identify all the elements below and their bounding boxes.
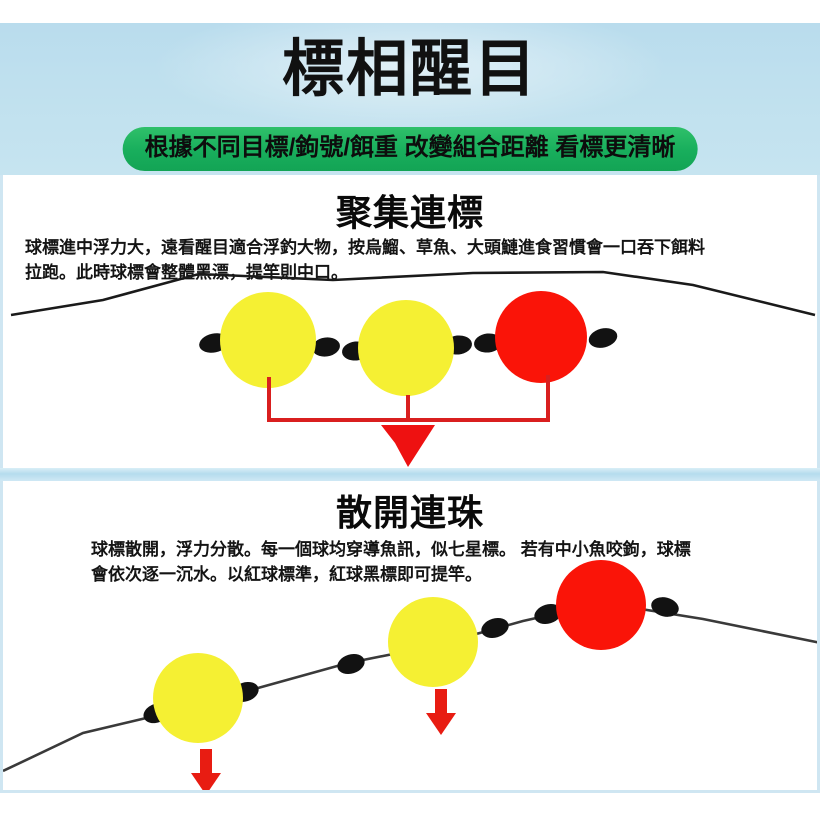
red-float-ball-1 (556, 560, 646, 650)
bead-icon (651, 597, 679, 617)
section-2-body-line-2: 會依次逐一沉水。以紅球標準，紅球黑標即可提竿。 (91, 565, 482, 584)
down-arrow-icon (381, 425, 435, 467)
section-2-title: 散開連珠 (335, 492, 484, 533)
section-clustered-floats: 聚集連標 球標進中浮力大，遠看醒目適合浮釣大物，按烏鰡、草魚、大頭鰱進食習慣會一… (0, 175, 820, 468)
section-1-body-line-1: 球標進中浮力大，遠看醒目適合浮釣大物，按烏鰡、草魚、大頭鰱進食習慣會一口吞下餌料 (25, 238, 705, 257)
bead-icon (312, 337, 340, 357)
yellow-float-ball-1 (153, 653, 243, 743)
bead-icon (588, 328, 618, 348)
red-float-ball-1 (495, 291, 587, 383)
section-spread-floats: 散開連珠 球標散開，浮力分散。每一個球均穿導魚訊，似七星標。 若有中小魚咬鉤，球… (0, 481, 820, 793)
yellow-float-ball-2 (388, 597, 478, 687)
section-1-title: 聚集連標 (335, 192, 484, 233)
clustered-floats-diagram (3, 175, 817, 468)
yellow-float-ball-1 (220, 292, 316, 388)
bead-icon (474, 333, 502, 353)
bead-icon (481, 618, 509, 638)
down-arrow-2 (426, 689, 456, 735)
subtitle-pill: 根據不同目標/鉤號/餌重 改變組合距離 看標更清晰 (122, 127, 698, 171)
section-2-body-line-1: 球標散開，浮力分散。每一個球均穿導魚訊，似七星標。 若有中小魚咬鉤，球標 (91, 540, 691, 559)
span-bracket (267, 375, 550, 422)
fishing-line (10, 270, 816, 317)
header-banner: 標相醒目 根據不同目標/鉤號/餌重 改變組合距離 看標更清晰 (0, 23, 820, 175)
spread-floats-diagram (3, 481, 817, 790)
yellow-float-ball-2 (358, 300, 454, 396)
section-divider (0, 468, 820, 481)
page-title: 標相醒目 (281, 35, 538, 104)
bead-icon (337, 654, 365, 674)
subtitle-text: 根據不同目標/鉤號/餌重 改變組合距離 看標更清晰 (144, 134, 676, 161)
bead-icon (534, 604, 562, 624)
down-arrow-1 (191, 749, 221, 790)
